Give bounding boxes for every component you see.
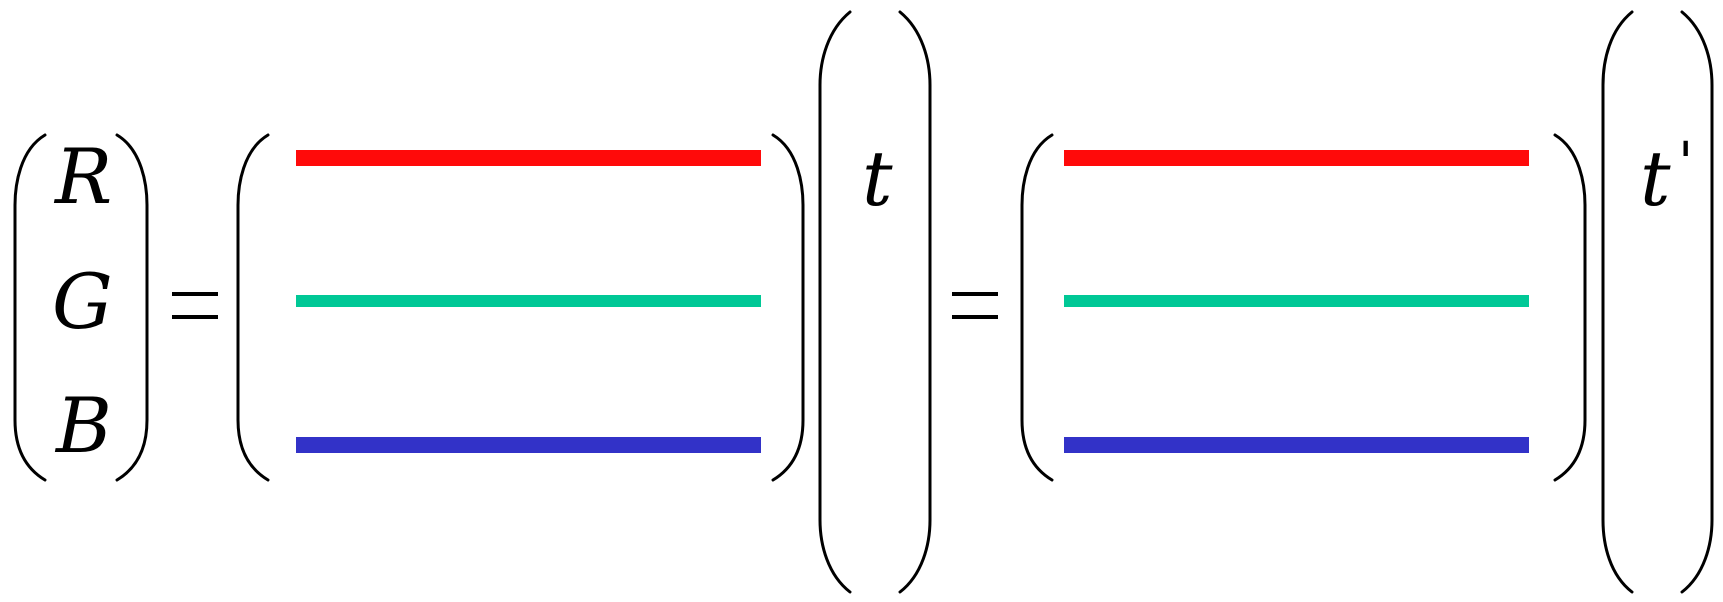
symbol-g: G (52, 257, 113, 346)
vector-t-right-paren (898, 10, 932, 594)
symbol-b: B (54, 381, 112, 470)
vector-t-left-paren (818, 10, 852, 594)
lhs-left-paren (13, 133, 47, 482)
matrix2-row-red (1064, 150, 1529, 166)
matrix1-row-blue (296, 437, 761, 453)
symbol-r: R (53, 132, 112, 221)
equals-sign-2 (952, 292, 998, 319)
matrix2-left-paren (1020, 133, 1054, 482)
matrix1-right-paren (771, 133, 805, 482)
matrix1-row-red (296, 150, 761, 166)
matrix2-row-teal (1064, 295, 1529, 307)
vector-tprime-right-paren (1680, 10, 1714, 594)
symbol-t-prime-base: t (1640, 134, 1671, 223)
vector-tprime-left-paren (1601, 10, 1634, 594)
matrix2-right-paren (1553, 133, 1587, 482)
prime-mark: ' (1678, 131, 1693, 196)
equals-sign-1 (172, 292, 218, 319)
matrix1-row-teal (296, 295, 761, 307)
lhs-right-paren (115, 133, 149, 482)
matrix1-left-paren (236, 133, 270, 482)
matrix2-row-blue (1064, 437, 1529, 453)
symbol-t: t (862, 134, 893, 223)
